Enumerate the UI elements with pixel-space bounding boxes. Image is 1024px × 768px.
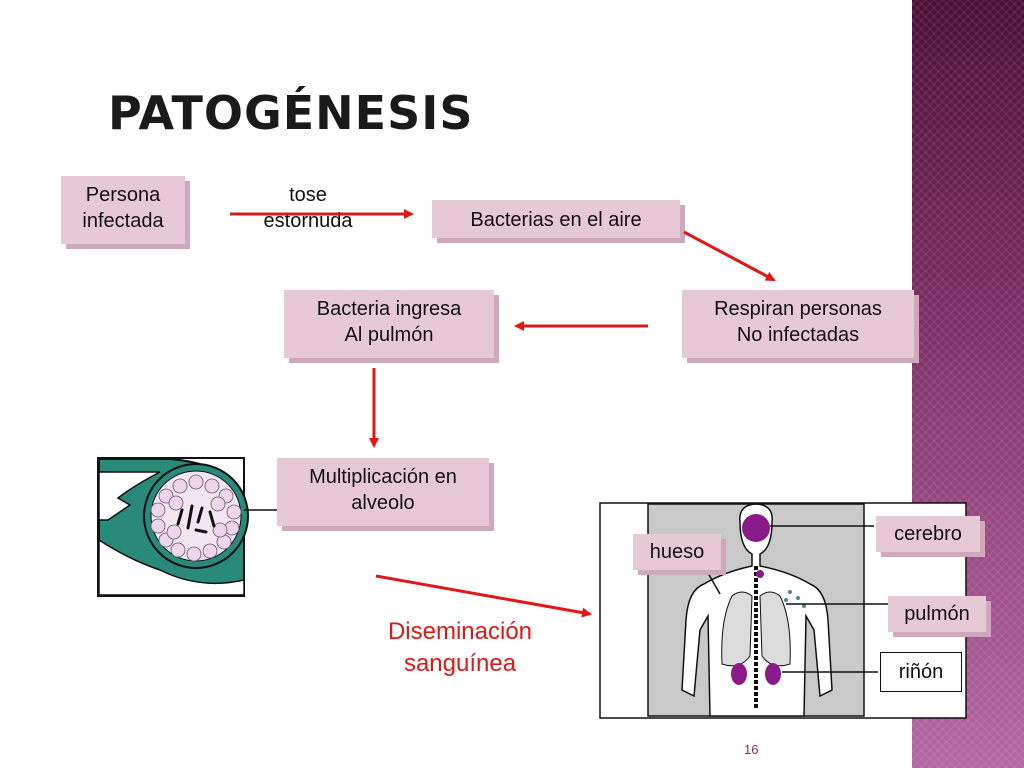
bone-label: hueso: [633, 534, 721, 570]
multiply-line-2: alveolo: [351, 492, 415, 514]
airborne-bacteria-box: Bacterias en el aire: [432, 200, 680, 238]
alveolus-illustration: [97, 457, 277, 597]
spread-line-2: sanguínea: [403, 650, 517, 677]
lung-label: pulmón: [888, 596, 986, 632]
multiply-line-1: Multiplicación en: [309, 466, 457, 488]
spread-label: Diseminación sanguínea: [360, 616, 560, 680]
kidney-label-text: riñón: [898, 661, 944, 683]
slide-title: PATOGÉNESIS: [108, 86, 474, 140]
enter-lung-box: Bacteria ingresa Al pulmón: [284, 290, 494, 358]
enter-lung-line-1: Bacteria ingresa: [316, 298, 462, 320]
bone-label-text: hueso: [649, 541, 705, 563]
enter-lung-line-2: Al pulmón: [344, 324, 434, 346]
kidney-label: riñón: [880, 652, 962, 692]
infected-person-box: Persona infectada: [61, 176, 185, 244]
arrow-alveolus-to-body: [375, 574, 592, 618]
spread-line-1: Diseminación: [387, 618, 533, 645]
brain-label-text: cerebro: [894, 523, 962, 545]
multiply-box: Multiplicación en alveolo: [277, 458, 489, 526]
infected-line-1: Persona: [85, 184, 161, 206]
inhale-line-1: Respiran personas: [714, 298, 882, 320]
lung-label-text: pulmón: [904, 603, 970, 625]
airborne-text: Bacterias en el aire: [470, 209, 642, 231]
infected-line-2: infectada: [82, 210, 164, 232]
transmission-line-1: tose: [289, 184, 327, 206]
brain-label: cerebro: [876, 516, 980, 552]
arrow-air-to-inhale: [683, 230, 776, 282]
inhale-box: Respiran personas No infectadas: [682, 290, 914, 358]
page-number: 16: [744, 742, 759, 757]
inhale-line-2: No infectadas: [736, 324, 860, 346]
